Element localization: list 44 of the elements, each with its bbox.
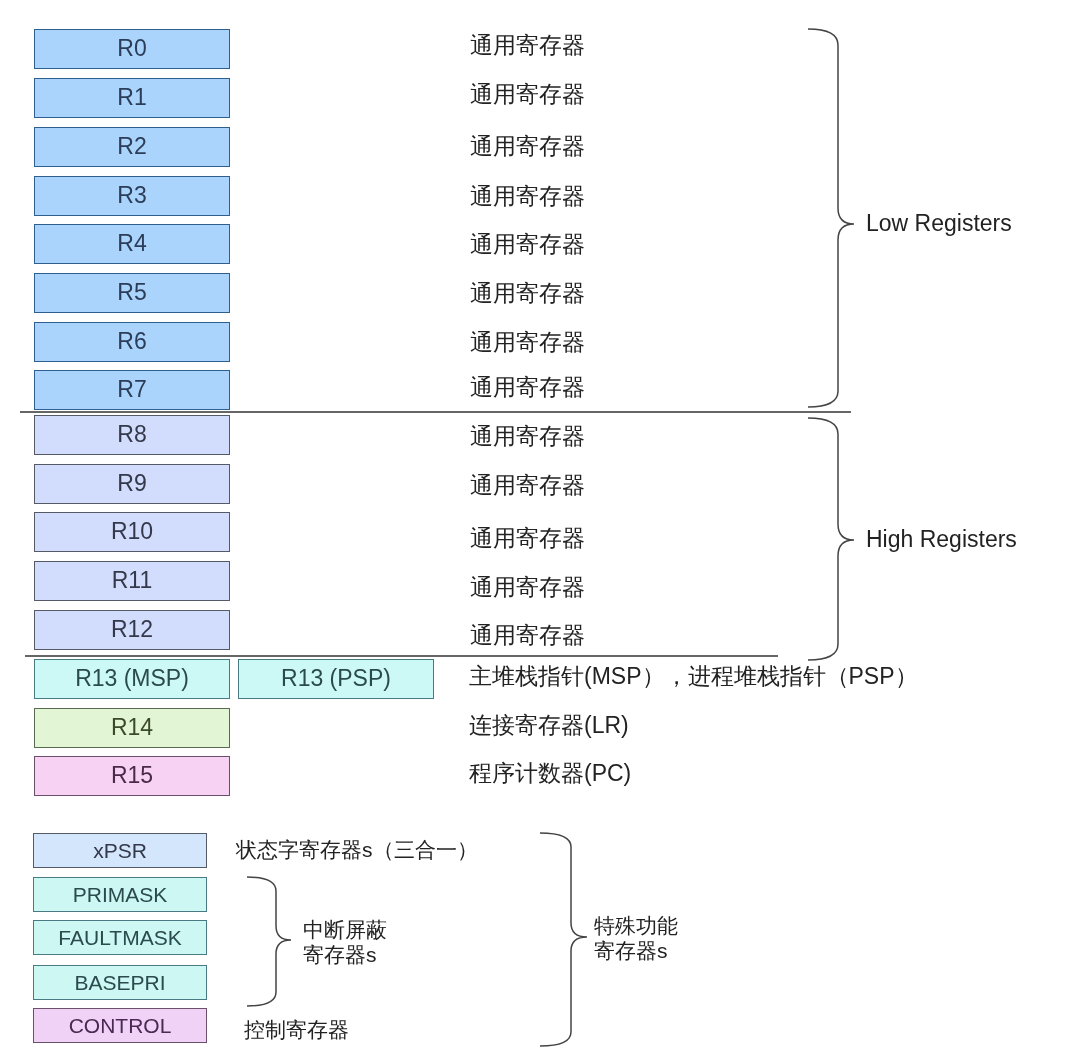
register-box: R11 (34, 561, 230, 601)
register-description: 通用寄存器 (470, 622, 585, 650)
register-box: R13 (PSP) (238, 659, 434, 699)
register-box: BASEPRI (33, 965, 207, 1000)
register-description: 通用寄存器 (470, 329, 585, 357)
register-description: 通用寄存器 (470, 81, 585, 109)
register-box: R1 (34, 78, 230, 118)
register-description: 通用寄存器 (470, 423, 585, 451)
register-box: R6 (34, 322, 230, 362)
register-description: 通用寄存器 (470, 280, 585, 308)
register-description: 通用寄存器 (470, 183, 585, 211)
register-box: R13 (MSP) (34, 659, 230, 699)
register-box: FAULTMASK (33, 920, 207, 955)
register-description: 状态字寄存器s（三合一） (236, 837, 478, 863)
register-box: R15 (34, 756, 230, 796)
register-box: R14 (34, 708, 230, 748)
brace-label: 中断屏蔽寄存器s (303, 916, 388, 968)
register-description: 通用寄存器 (470, 574, 585, 602)
register-description: 主堆栈指针(MSP），进程堆栈指针（PSP） (469, 663, 918, 691)
register-box: R5 (34, 273, 230, 313)
register-description: 通用寄存器 (470, 133, 585, 161)
register-description: 连接寄存器(LR) (469, 712, 629, 740)
brace-label: High Registers (866, 526, 1017, 554)
register-box: R9 (34, 464, 230, 504)
register-description: 程序计数器(PC) (469, 760, 632, 788)
register-description: 通用寄存器 (470, 525, 585, 553)
register-box: R8 (34, 415, 230, 455)
register-description: 通用寄存器 (470, 32, 585, 60)
register-box: R3 (34, 176, 230, 216)
register-description: 通用寄存器 (470, 472, 585, 500)
register-box: PRIMASK (33, 877, 207, 912)
register-box: R12 (34, 610, 230, 650)
register-box: xPSR (33, 833, 207, 868)
brace-label: 特殊功能寄存器s (594, 912, 679, 964)
register-description: 通用寄存器 (470, 231, 585, 259)
register-description: 通用寄存器 (470, 374, 585, 402)
brace-label: Low Registers (866, 210, 1012, 238)
register-box: R2 (34, 127, 230, 167)
register-box: CONTROL (33, 1008, 207, 1043)
register-box: R0 (34, 29, 230, 69)
register-box: R7 (34, 370, 230, 410)
register-description: 控制寄存器 (244, 1017, 349, 1043)
register-box: R4 (34, 224, 230, 264)
register-box: R10 (34, 512, 230, 552)
